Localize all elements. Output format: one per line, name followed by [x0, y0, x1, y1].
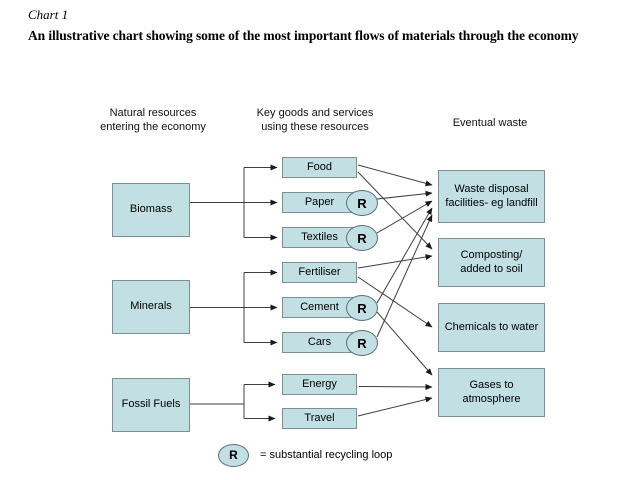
recycling-loop-badge-textiles: R [346, 225, 378, 251]
node-paper: Paper [282, 192, 357, 213]
column-header-natural-resources: Natural resources entering the economy [100, 107, 206, 133]
legend-text: = substantial recycling loop [260, 449, 393, 461]
legend: R = substantial recycling loop [218, 443, 392, 467]
node-travel: Travel [282, 408, 357, 429]
chart-subtitle: An illustrative chart showing some of th… [28, 28, 579, 43]
resource-to-goods-connectors [189, 164, 278, 422]
column-header-key-goods: Key goods and services using these resou… [256, 107, 374, 133]
recycling-loop-badge-cars: R [346, 330, 378, 356]
recycling-loop-legend-badge: R [218, 443, 249, 467]
node-biomass: Biomass [112, 183, 190, 237]
node-fertiliser: Fertiliser [282, 262, 357, 283]
node-cars: Cars [282, 332, 357, 353]
node-minerals: Minerals [112, 280, 190, 334]
chart-label: Chart 1 [28, 7, 69, 22]
node-energy: Energy [282, 374, 357, 395]
recycling-loop-badge-paper: R [346, 190, 378, 216]
recycling-loop-badge-cement: R [346, 295, 378, 321]
goods-to-waste-connectors [357, 164, 433, 417]
node-composting-added-to-soil: Composting/ added to soil [438, 238, 545, 287]
node-textiles: Textiles [282, 227, 357, 248]
node-fossil-fuels: Fossil Fuels [112, 378, 190, 432]
node-chemicals-to-water: Chemicals to water [438, 303, 545, 352]
node-gases-to-atmosphere: Gases to atmosphere [438, 368, 545, 417]
node-waste-disposal-facilities: Waste disposal facilities- eg landfill [438, 170, 545, 223]
node-food: Food [282, 157, 357, 178]
column-header-eventual-waste: Eventual waste [452, 117, 528, 129]
